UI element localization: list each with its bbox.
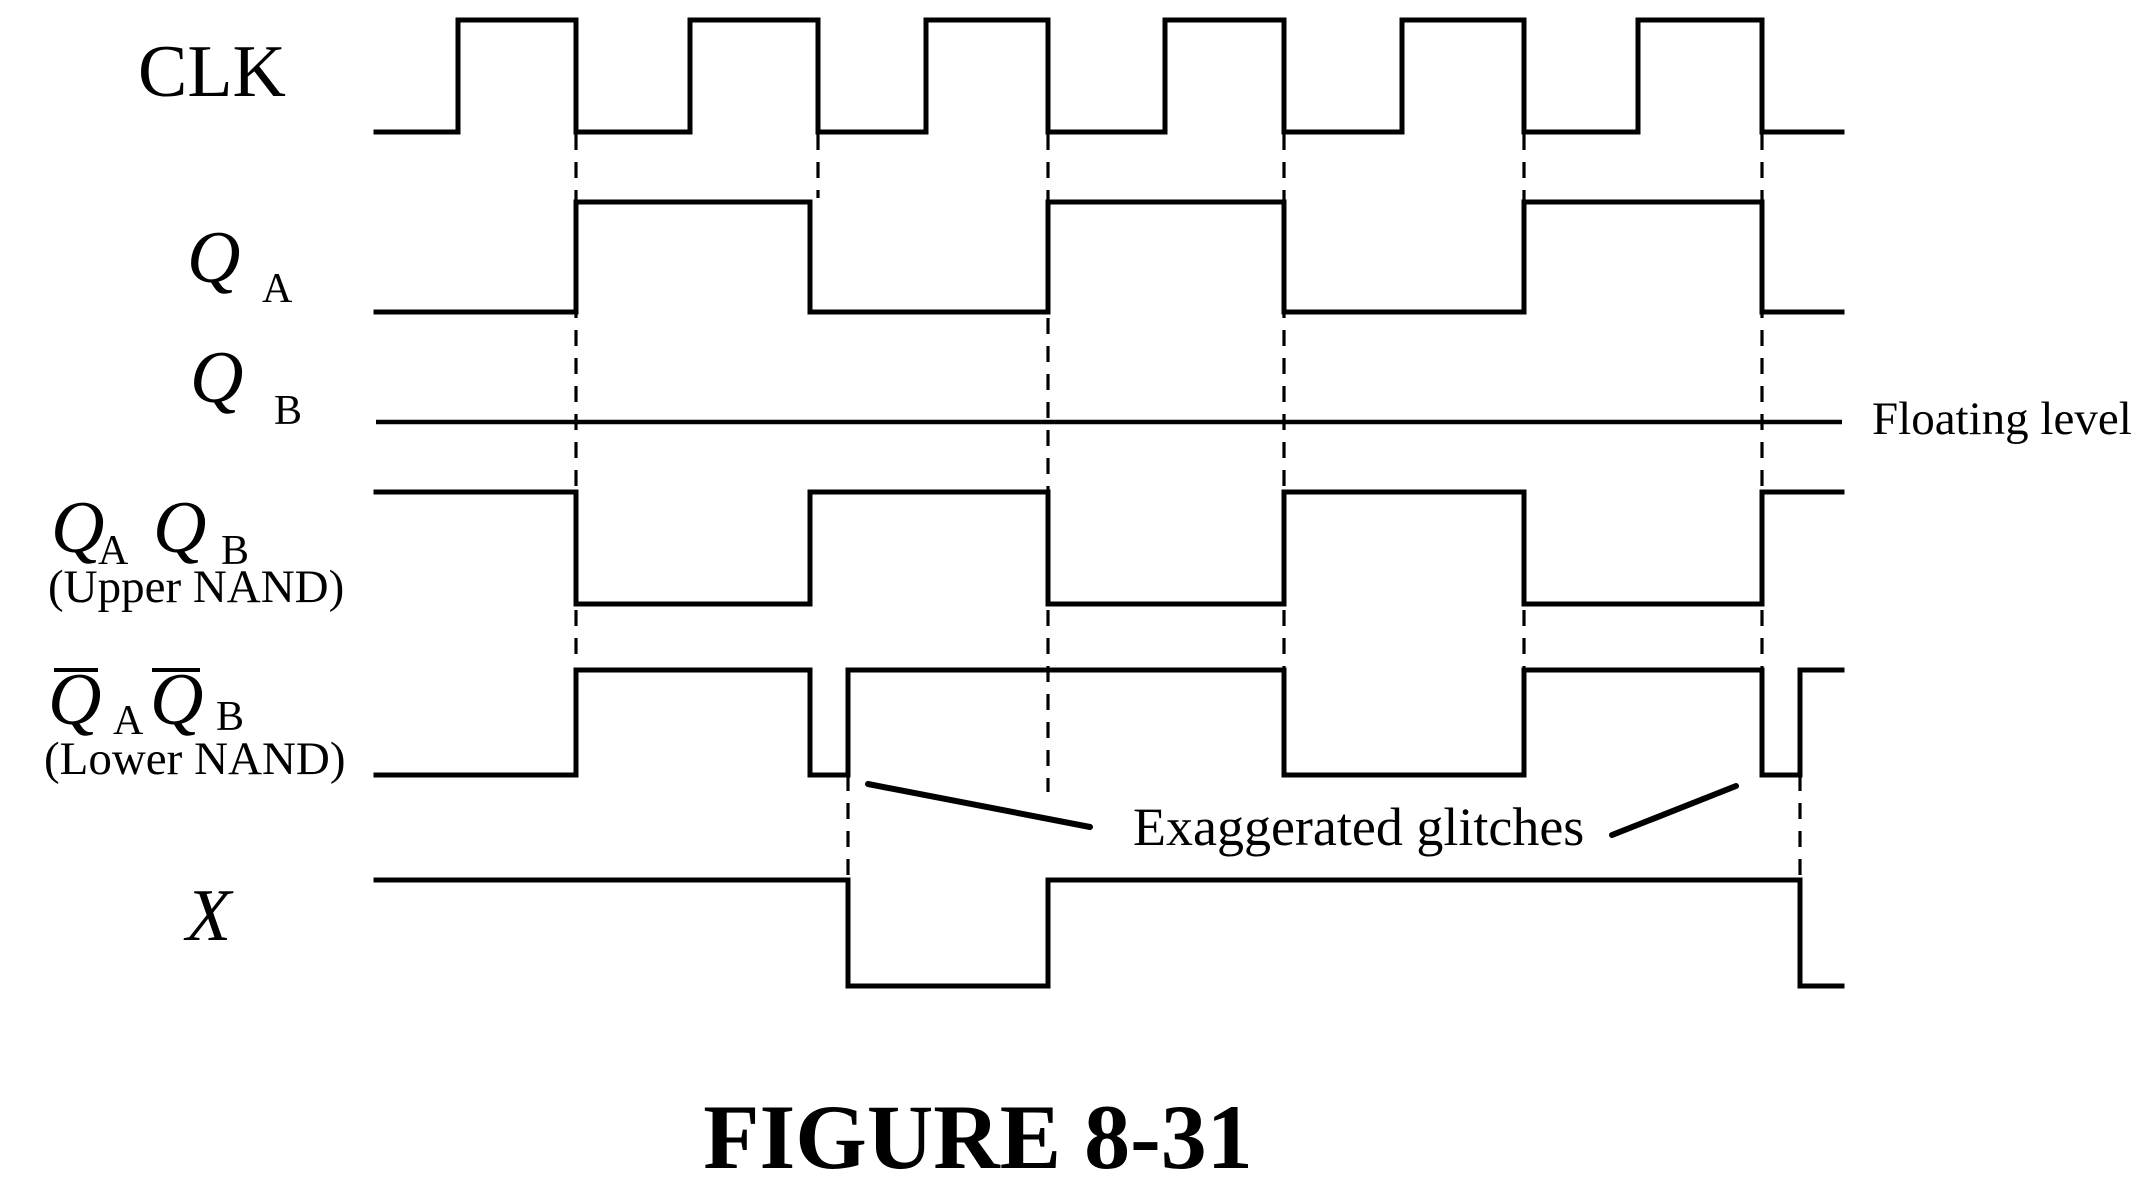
qb-label: Q B [190,337,302,434]
nqanqb-label-letter-2: Q [150,659,203,741]
qa-waveform [373,199,1845,315]
x-label: X [183,875,234,957]
nqanqb-label-subscript-1: A [113,698,144,744]
qaqb-label-subscript-1: A [98,528,129,574]
lower-nand-caption: (Lower NAND) [44,733,345,785]
clk-label: CLK [138,31,286,113]
edge-guides [574,134,1802,880]
qa-label-letter: Q [187,217,240,299]
qaqb-label-letter-1: Q [51,487,104,569]
nqanqb-label: Q A Q B (Lower NAND) [44,659,345,785]
qa-label-subscript: A [262,266,293,312]
clk-waveform [373,17,1845,135]
nqanqb-label-subscript-2: B [216,694,244,740]
x-waveform [373,877,1845,989]
nqanqb-waveform [373,667,1845,778]
glitch-pointer-right [1609,783,1739,838]
qaqb-label: Q A Q B (Upper NAND) [48,487,344,613]
qaqb-waveform [373,489,1845,607]
upper-nand-caption: (Upper NAND) [48,561,344,613]
qaqb-label-subscript-2: B [221,528,249,574]
exaggerated-glitches-note: Exaggerated glitches [1133,797,1584,857]
figure-title: FIGURE 8-31 [703,1086,1252,1186]
nqanqb-label-letter-1: Q [48,659,101,741]
floating-level-note: Floating level [1872,393,2132,445]
qb-label-letter: Q [190,337,243,419]
qa-label: Q A [187,217,293,312]
glitch-pointer-left [865,781,1093,830]
qb-label-subscript: B [274,388,302,434]
qaqb-label-letter-2: Q [153,487,206,569]
